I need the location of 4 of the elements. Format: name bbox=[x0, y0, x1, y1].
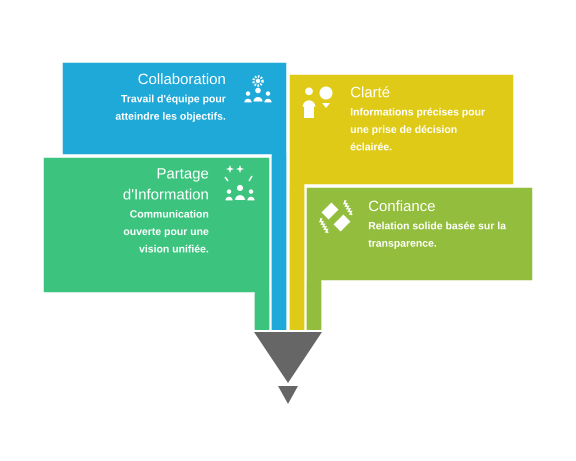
description: Travail d'équipe pour atteindre les objectifs. bbox=[116, 94, 226, 122]
description: Informations précises pour une prise de décision éclairée. bbox=[350, 108, 485, 150]
title: Collaboration bbox=[138, 73, 225, 84]
title: Clarté bbox=[350, 86, 390, 98]
